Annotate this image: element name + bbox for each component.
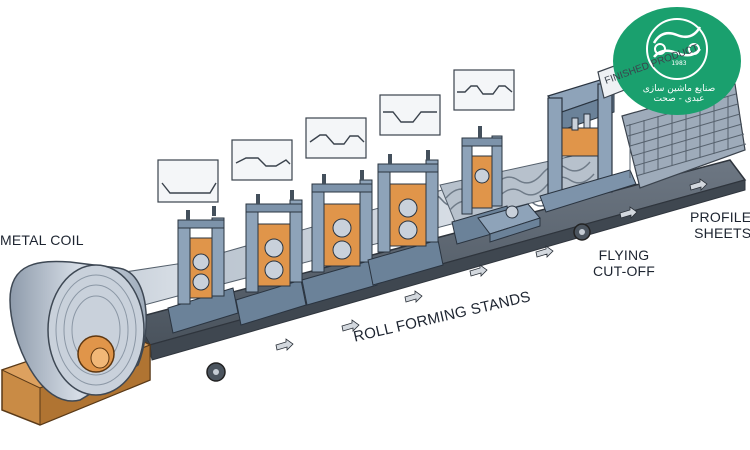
label-metal-coil: METAL COIL: [0, 232, 84, 248]
profile-cards: [157, 69, 515, 203]
finished-sign-text: FINISHED PRODUCT: [603, 43, 698, 87]
logo-brand-text: صنایع ماشین سازی عبدی - صحت: [619, 84, 739, 104]
stand-2: [235, 190, 307, 326]
label-flying-cutoff-line1: FLYING: [598, 247, 650, 263]
finished-sign-text-layer: FINISHED PRODUCT: [603, 43, 698, 87]
profile-card-3: [305, 117, 367, 159]
stand-4: [367, 150, 444, 286]
roll-forming-stands: [167, 126, 541, 334]
profile-card-5: [453, 69, 515, 111]
profile-card-4: [379, 94, 441, 136]
conveyor-arrows: [275, 178, 708, 351]
guide-block: [477, 203, 541, 243]
flying-cutoff-press: [539, 79, 637, 213]
stand-1: [167, 206, 239, 334]
logo-year: 1983: [671, 60, 687, 67]
profile-card-2: [231, 139, 293, 181]
label-flying-cutoff: FLYING CUT-OFF: [593, 247, 655, 279]
profile-sheets-stack: [621, 83, 747, 189]
logo-brand-line1: صنایع ماشین سازی: [642, 84, 716, 94]
metal-coil: [9, 260, 147, 402]
profile-card-1: [157, 159, 219, 203]
label-flying-cutoff-line2: CUT-OFF: [593, 263, 656, 279]
label-profile-sheets: PROFILE SHEETS: [690, 209, 750, 241]
brand-logo: [613, 7, 741, 115]
label-profile-sheets-line2: SHEETS: [694, 225, 750, 241]
label-profile-sheets-line1: PROFILE: [690, 209, 750, 225]
stand-3: [301, 170, 378, 306]
logo-brand-line2: عبدی - صحت: [653, 94, 705, 104]
